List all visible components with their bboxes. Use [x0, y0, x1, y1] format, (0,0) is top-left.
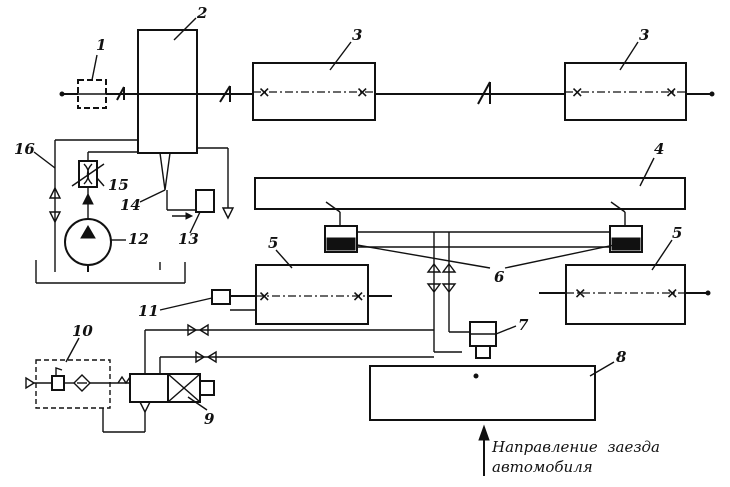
caption-line-1: Направление заезда [491, 438, 660, 456]
label-13: 13 [178, 230, 199, 248]
control-valve-9 [117, 373, 215, 414]
label-11: 11 [138, 302, 159, 320]
sensor-box-11 [211, 289, 231, 305]
label-7: 7 [518, 316, 529, 334]
label-5-left: 5 [268, 234, 278, 252]
cylinder-13 [172, 189, 215, 220]
label-5-right: 5 [672, 224, 682, 242]
pneumatic-lines [102, 309, 434, 433]
platform-4 [254, 177, 686, 210]
svg-text:×: × [665, 83, 678, 101]
shaft-coupling-1 [116, 86, 125, 101]
svg-text:×: × [574, 284, 587, 302]
leader-lines [33, 17, 673, 411]
label-12: 12 [128, 230, 149, 248]
direction-arrow [478, 424, 490, 476]
shaft-coupling-2 [219, 85, 231, 103]
bed-8 [369, 365, 596, 421]
roller-5-right [565, 264, 686, 325]
label-4: 4 [654, 140, 664, 158]
flow-arrows-6 [426, 262, 457, 294]
label-9: 9 [204, 410, 215, 428]
svg-text:×: × [352, 287, 365, 305]
caption-line-2: автомобиля [492, 458, 593, 476]
label-15: 15 [108, 176, 129, 194]
svg-text:×: × [356, 83, 369, 101]
shaft-coupling-3 [477, 81, 491, 105]
label-3-right: 3 [639, 26, 649, 44]
label-10: 10 [72, 322, 93, 340]
actuator-lever-14 [159, 152, 196, 211]
lift-cylinder-right [609, 201, 643, 253]
throttle-valve-15 [71, 160, 105, 188]
label-14: 14 [120, 196, 141, 214]
svg-text:×: × [571, 83, 584, 101]
label-8: 8 [616, 348, 627, 366]
roller-5-left [255, 264, 369, 325]
label-16: 16 [14, 140, 35, 158]
filter-assembly-10 [25, 359, 130, 409]
svg-text:×: × [258, 287, 271, 305]
pump-12 [64, 218, 112, 272]
svg-text:×: × [258, 83, 271, 101]
label-1: 1 [96, 36, 106, 54]
label-2: 2 [196, 4, 207, 22]
main-unit-2 [137, 29, 198, 154]
hydraulic-lines-left [35, 139, 235, 284]
svg-text:×: × [666, 284, 679, 302]
label-3-left: 3 [352, 26, 362, 44]
lift-cylinder-left [324, 201, 358, 253]
label-6: 6 [494, 268, 505, 286]
